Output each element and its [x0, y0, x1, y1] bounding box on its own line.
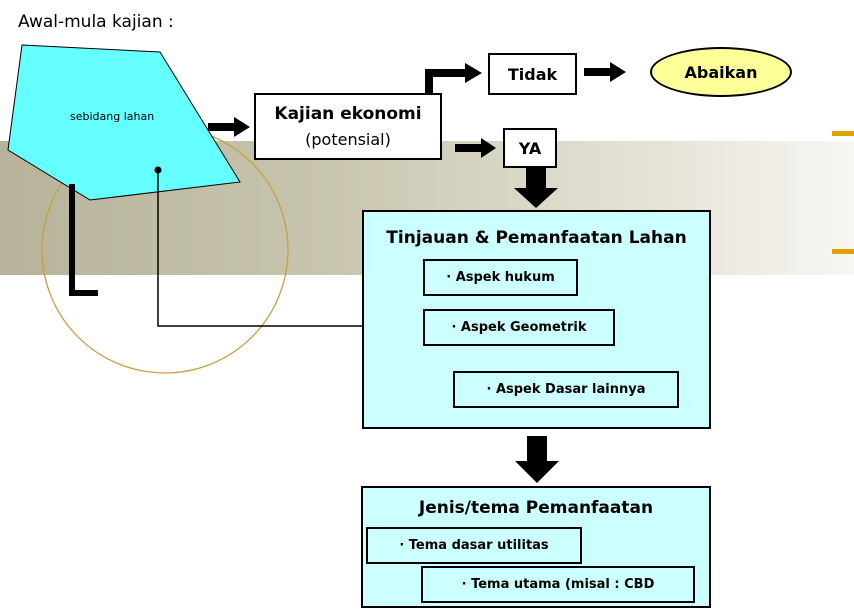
arrow-tinjauan-down — [515, 436, 559, 483]
arrow-kajian-to-ya — [455, 138, 496, 158]
arrow-kajian-to-tidak — [425, 63, 482, 96]
ya-box: YA — [503, 128, 557, 168]
kajian-ekonomi-box: Kajian ekonomi (potensial) — [254, 93, 442, 160]
jenis-title: Jenis/tema Pemanfaatan — [418, 498, 654, 518]
arrow-ya-down — [514, 167, 558, 208]
aspek-geometrik-box: · Aspek Geometrik — [423, 309, 615, 346]
thick-bracket-line — [69, 184, 98, 296]
abaikan-ellipse: Abaikan — [650, 47, 792, 97]
parcel-label: sebidang lahan — [70, 110, 155, 123]
tinjauan-title: Tinjauan & Pemanfaatan Lahan — [386, 228, 687, 248]
slide-bullet-dash — [832, 131, 854, 136]
slide-bullet-dash — [832, 249, 854, 254]
kajian-subtitle: (potensial) — [305, 130, 391, 149]
page-title: Awal-mula kajian : — [18, 12, 174, 32]
arrow-tidak-to-abaikan — [584, 62, 626, 82]
aspek-dasar-box: · Aspek Dasar lainnya — [453, 371, 679, 408]
kajian-title: Kajian ekonomi — [274, 104, 422, 124]
tema-utama-box: · Tema utama (misal : CBD — [421, 566, 695, 603]
land-parcel-shape — [7, 44, 241, 201]
connector-to-geometrik — [157, 170, 412, 332]
tema-dasar-box: · Tema dasar utilitas — [366, 527, 582, 564]
arrow-parcel-to-kajian — [208, 117, 250, 137]
tidak-box: Tidak — [488, 53, 577, 95]
aspek-hukum-box: · Aspek hukum — [423, 259, 578, 296]
